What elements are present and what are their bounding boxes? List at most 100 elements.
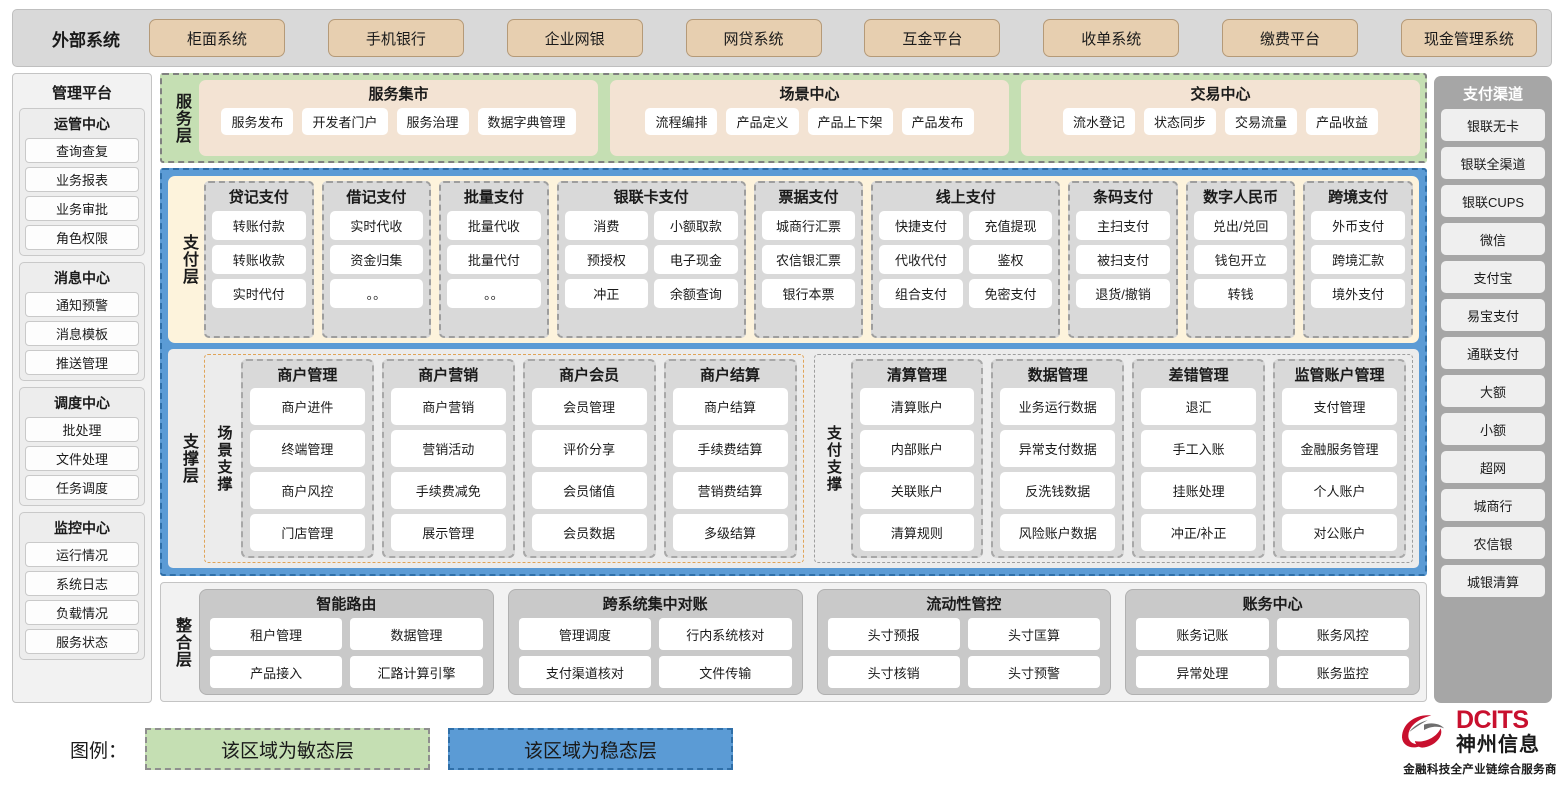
management-group-item[interactable]: 业务报表 xyxy=(25,167,139,192)
pay-support-cell[interactable]: 关联账户 xyxy=(859,472,975,509)
payment-cell[interactable]: 余额查询 xyxy=(654,279,738,308)
pay-support-cell[interactable]: 支付管理 xyxy=(1282,388,1397,425)
payment-channel-item[interactable]: 农信银 xyxy=(1441,527,1545,559)
integration-cell[interactable]: 账务记账 xyxy=(1136,618,1269,650)
payment-cell[interactable]: 城商行汇票 xyxy=(761,211,856,240)
payment-channel-item[interactable]: 城商行 xyxy=(1441,489,1545,521)
service-chip[interactable]: 服务治理 xyxy=(396,108,469,135)
management-group-item[interactable]: 运行情况 xyxy=(25,542,139,567)
integration-cell[interactable]: 数据管理 xyxy=(350,618,483,650)
payment-cell[interactable]: 农信银汇票 xyxy=(761,245,856,274)
payment-cell[interactable]: 充值提现 xyxy=(968,211,1053,240)
integration-cell[interactable]: 行内系统核对 xyxy=(659,618,792,650)
management-group-item[interactable]: 负载情况 xyxy=(25,600,139,625)
integration-cell[interactable]: 租户管理 xyxy=(210,618,343,650)
management-group-item[interactable]: 任务调度 xyxy=(25,475,139,500)
integration-cell[interactable]: 头寸匡算 xyxy=(967,618,1101,650)
external-system-chip[interactable]: 企业网银 xyxy=(506,19,643,57)
scenario-cell[interactable]: 门店管理 xyxy=(250,514,365,551)
payment-cell[interactable]: 被扫支付 xyxy=(1076,245,1170,274)
pay-support-cell[interactable]: 内部账户 xyxy=(859,430,975,467)
scenario-cell[interactable]: 评价分享 xyxy=(531,430,647,467)
payment-cell[interactable]: 钱包开立 xyxy=(1193,245,1288,274)
scenario-cell[interactable]: 会员数据 xyxy=(531,514,647,551)
scenario-cell[interactable]: 终端管理 xyxy=(250,430,365,467)
scenario-cell[interactable]: 手续费结算 xyxy=(672,430,788,467)
payment-cell[interactable]: 批量代付 xyxy=(447,245,541,274)
management-group-item[interactable]: 通知预警 xyxy=(25,292,139,317)
payment-channel-item[interactable]: 银联无卡 xyxy=(1441,109,1545,141)
payment-cell[interactable]: 退货/撤销 xyxy=(1076,279,1170,308)
integration-cell[interactable]: 异常处理 xyxy=(1136,656,1269,688)
external-system-chip[interactable]: 网贷系统 xyxy=(685,19,822,57)
payment-cell[interactable]: 消费 xyxy=(564,211,649,240)
payment-cell[interactable]: 免密支付 xyxy=(968,279,1053,308)
payment-cell[interactable]: 转账付款 xyxy=(212,211,306,240)
service-chip[interactable]: 开发者门户 xyxy=(302,108,388,135)
payment-cell[interactable]: 实时代付 xyxy=(212,279,306,308)
integration-cell[interactable]: 账务监控 xyxy=(1276,656,1409,688)
payment-channel-item[interactable]: 通联支付 xyxy=(1441,337,1545,369)
payment-channel-item[interactable]: 微信 xyxy=(1441,223,1545,255)
integration-cell[interactable]: 账务风控 xyxy=(1276,618,1409,650)
service-chip[interactable]: 数据字典管理 xyxy=(477,108,576,135)
management-group-item[interactable]: 消息模板 xyxy=(25,321,139,346)
pay-support-cell[interactable]: 冲正/补正 xyxy=(1141,514,1257,551)
payment-cell[interactable]: 批量代收 xyxy=(447,211,541,240)
pay-support-cell[interactable]: 清算规则 xyxy=(859,514,975,551)
pay-support-cell[interactable]: 风险账户数据 xyxy=(1000,514,1116,551)
payment-cell[interactable]: 预授权 xyxy=(564,245,649,274)
scenario-cell[interactable]: 展示管理 xyxy=(390,514,506,551)
payment-cell[interactable]: 转账收款 xyxy=(212,245,306,274)
scenario-cell[interactable]: 会员管理 xyxy=(531,388,647,425)
pay-support-cell[interactable]: 异常支付数据 xyxy=(1000,430,1116,467)
service-chip[interactable]: 流水登记 xyxy=(1062,108,1135,135)
service-chip[interactable]: 产品上下架 xyxy=(807,108,893,135)
payment-cell[interactable]: 小额取款 xyxy=(654,211,738,240)
payment-channel-item[interactable]: 城银清算 xyxy=(1441,565,1545,597)
payment-cell[interactable]: 快捷支付 xyxy=(879,211,963,240)
payment-cell[interactable]: 兑出/兑回 xyxy=(1193,211,1288,240)
service-chip[interactable]: 流程编排 xyxy=(645,108,718,135)
pay-support-cell[interactable]: 清算账户 xyxy=(859,388,975,425)
service-chip[interactable]: 服务发布 xyxy=(221,108,294,135)
management-group-item[interactable]: 推送管理 xyxy=(25,350,139,375)
pay-support-cell[interactable]: 对公账户 xyxy=(1282,514,1397,551)
integration-cell[interactable]: 支付渠道核对 xyxy=(518,656,652,688)
scenario-cell[interactable]: 商户营销 xyxy=(390,388,506,425)
integration-cell[interactable]: 头寸预报 xyxy=(827,618,960,650)
payment-cell[interactable]: 跨境汇款 xyxy=(1311,245,1405,274)
scenario-cell[interactable]: 手续费减免 xyxy=(390,472,506,509)
pay-support-cell[interactable]: 金融服务管理 xyxy=(1282,430,1397,467)
payment-channel-item[interactable]: 小额 xyxy=(1441,413,1545,445)
scenario-cell[interactable]: 商户风控 xyxy=(250,472,365,509)
external-system-chip[interactable]: 柜面系统 xyxy=(149,19,285,57)
external-system-chip[interactable]: 现金管理系统 xyxy=(1400,19,1537,57)
service-chip[interactable]: 状态同步 xyxy=(1143,108,1216,135)
integration-cell[interactable]: 管理调度 xyxy=(518,618,652,650)
management-group-item[interactable]: 批处理 xyxy=(25,417,139,442)
payment-cell[interactable]: 组合支付 xyxy=(879,279,963,308)
payment-cell[interactable]: 实时代收 xyxy=(329,211,424,240)
external-system-chip[interactable]: 收单系统 xyxy=(1043,19,1180,57)
integration-cell[interactable]: 汇路计算引擎 xyxy=(350,656,483,688)
service-chip[interactable]: 产品定义 xyxy=(726,108,799,135)
pay-support-cell[interactable]: 挂账处理 xyxy=(1141,472,1257,509)
payment-cell[interactable]: 代收代付 xyxy=(879,245,963,274)
scenario-cell[interactable]: 商户进件 xyxy=(250,388,365,425)
payment-cell[interactable]: 转钱 xyxy=(1193,279,1288,308)
payment-cell[interactable]: 。。 xyxy=(447,279,541,308)
payment-channel-item[interactable]: 易宝支付 xyxy=(1441,299,1545,331)
pay-support-cell[interactable]: 手工入账 xyxy=(1141,430,1257,467)
management-group-item[interactable]: 业务审批 xyxy=(25,196,139,221)
pay-support-cell[interactable]: 退汇 xyxy=(1141,388,1257,425)
payment-cell[interactable]: 鉴权 xyxy=(968,245,1053,274)
service-chip[interactable]: 产品发布 xyxy=(901,108,974,135)
management-group-item[interactable]: 服务状态 xyxy=(25,629,139,654)
management-group-item[interactable]: 查询查复 xyxy=(25,138,139,163)
pay-support-cell[interactable]: 反洗钱数据 xyxy=(1000,472,1116,509)
payment-channel-item[interactable]: 银联全渠道 xyxy=(1441,147,1545,179)
payment-cell[interactable]: 资金归集 xyxy=(329,245,424,274)
payment-channel-item[interactable]: 支付宝 xyxy=(1441,261,1545,293)
scenario-cell[interactable]: 营销费结算 xyxy=(672,472,788,509)
